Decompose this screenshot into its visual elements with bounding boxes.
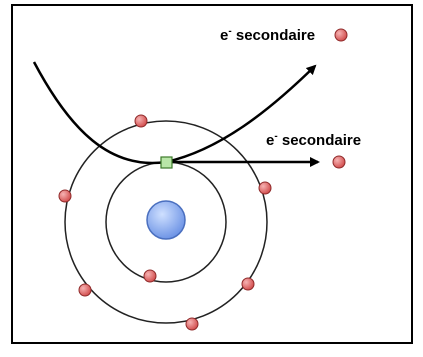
secondary-electron-right-icon — [332, 155, 346, 169]
orbital-electrons — [58, 114, 272, 331]
electron-icon — [78, 283, 92, 297]
secondary-label-top: e- secondaire — [220, 26, 315, 44]
electron-icon — [258, 181, 272, 195]
diagram-border — [11, 4, 413, 344]
secondary-electron-top-icon — [334, 28, 348, 42]
interaction-point-icon — [160, 156, 173, 169]
electron-icon — [143, 269, 157, 283]
electron-icon — [241, 277, 255, 291]
electron-icon — [134, 114, 148, 128]
outer-orbit — [64, 120, 268, 324]
nucleus-icon — [146, 200, 186, 240]
electron-icon — [185, 317, 199, 331]
secondary-label-right: e- secondaire — [266, 131, 361, 149]
electron-icon — [58, 189, 72, 203]
